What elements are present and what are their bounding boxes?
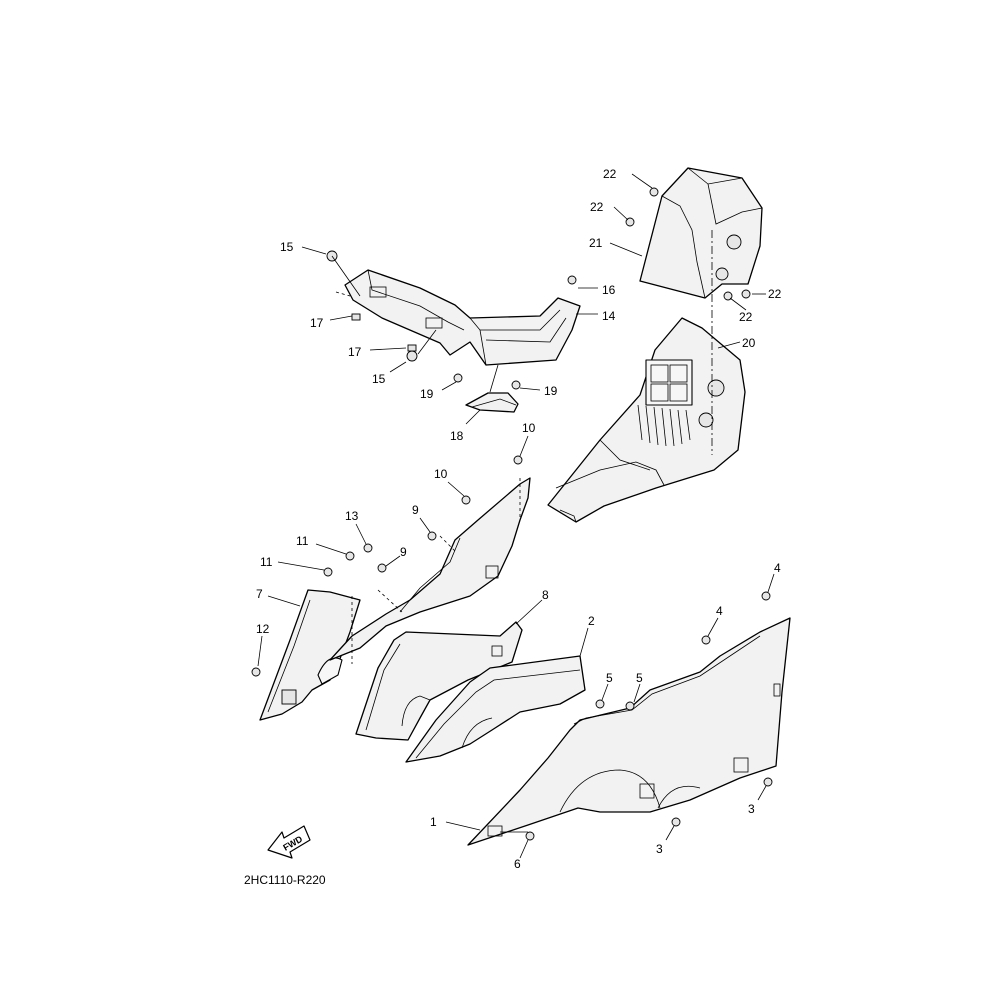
part-8-side-cover[interactable]: [355, 621, 523, 741]
part-2-side-cover[interactable]: [405, 655, 586, 763]
callout-13: 13: [345, 509, 359, 523]
callout-14: 14: [602, 309, 616, 323]
callout-19: 19: [420, 387, 434, 401]
callout-10: 10: [522, 421, 536, 435]
bolt-22c: [741, 289, 751, 299]
callout-11: 11: [296, 534, 309, 548]
bolt-4b: [701, 635, 711, 645]
drawing-code: 2HC1110-R220: [244, 873, 326, 887]
callout-15: 15: [280, 240, 294, 254]
callout-17: 17: [348, 345, 362, 359]
callout-12: 12: [256, 622, 270, 636]
assembly-lines: [335, 230, 713, 664]
callout-5: 5: [606, 671, 613, 685]
bolt-11b: [323, 567, 333, 577]
bolt-5a: [595, 699, 605, 709]
callout-21: 21: [589, 236, 603, 250]
callout-4: 4: [774, 561, 781, 575]
callout-6: 6: [514, 857, 521, 871]
callout-22: 22: [768, 287, 782, 301]
bolt-3a: [763, 777, 773, 787]
bolt-11a: [345, 551, 355, 561]
part-7-side-panel[interactable]: [259, 589, 361, 721]
bolt-19a: [453, 373, 463, 383]
bolt-6: [525, 831, 535, 841]
callout-17: 17: [310, 316, 324, 330]
bolt-13: [363, 543, 373, 553]
callout-18: 18: [450, 429, 464, 443]
bolt-16: [567, 275, 577, 285]
part-14-upper-cover[interactable]: [344, 269, 581, 366]
callout-3: 3: [748, 802, 755, 816]
callout-22: 22: [590, 200, 604, 214]
fwd-arrow-icon: FWD: [267, 825, 311, 859]
callout-8: 8: [542, 588, 549, 602]
bolt-4a: [761, 591, 771, 601]
callout-19: 19: [544, 384, 558, 398]
bolt-12: [251, 667, 261, 677]
callout-22: 22: [739, 310, 753, 324]
bolt-9b: [377, 563, 387, 573]
part-21-cover[interactable]: [639, 167, 763, 299]
callout-22: 22: [603, 167, 617, 181]
callout-15: 15: [372, 372, 386, 386]
bolt-19b: [511, 380, 521, 390]
callout-9: 9: [400, 545, 407, 559]
bolt-9a: [427, 531, 437, 541]
callout-4: 4: [716, 604, 723, 618]
bolt-10a: [513, 455, 523, 465]
part-bracket-upper[interactable]: [329, 477, 531, 661]
callout-3: 3: [656, 842, 663, 856]
callout-1: 1: [430, 815, 437, 829]
callout-11: 11: [260, 555, 273, 569]
part-1-lower-panel[interactable]: [467, 617, 791, 846]
bolt-3b: [671, 817, 681, 827]
callout-9: 9: [412, 503, 419, 517]
callout-labels: 22 22 21 22 22 15 17 17 15 16 14 20 19 1…: [256, 167, 782, 871]
bolt-10b: [461, 495, 471, 505]
callout-20: 20: [742, 336, 756, 350]
leader-lines: [257, 173, 775, 859]
fasteners: [251, 187, 773, 841]
clip-17b: [407, 344, 417, 352]
bolt-5b: [625, 701, 635, 711]
clip-17a: [351, 313, 361, 321]
bolt-22a: [649, 187, 659, 197]
callout-10: 10: [434, 467, 448, 481]
callout-7: 7: [256, 587, 263, 601]
part-18-bracket[interactable]: [465, 392, 519, 413]
callout-5: 5: [636, 671, 643, 685]
part-20-rear-tray[interactable]: [547, 317, 746, 523]
bolt-15b: [406, 350, 418, 362]
callout-2: 2: [588, 614, 595, 628]
callout-16: 16: [602, 283, 616, 297]
